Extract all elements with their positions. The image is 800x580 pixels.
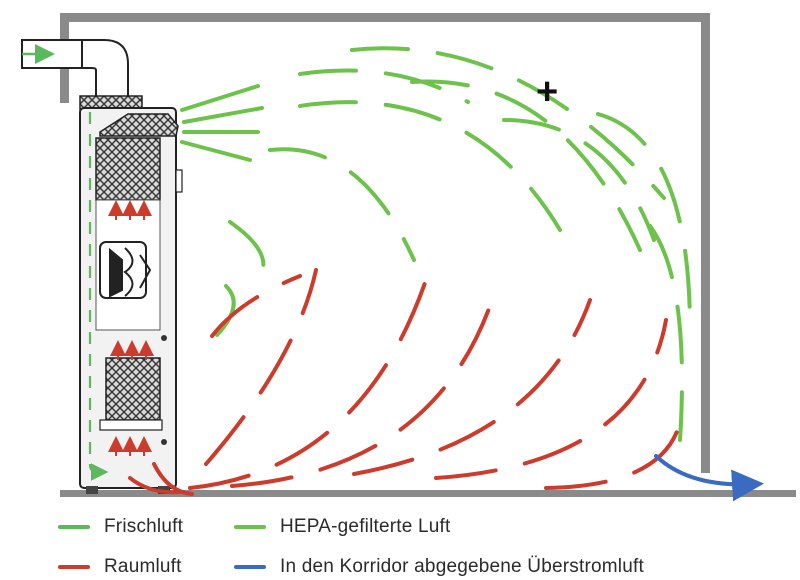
legend-swatch-frischluft: [58, 525, 90, 529]
legend-label-ueberstrom: In den Korridor abgegebene Überstromluft: [280, 556, 644, 577]
legend-item-hepa: HEPA-gefilterte Luft: [234, 514, 451, 540]
legend-label-frischluft: Frischluft: [104, 516, 184, 537]
hepa-air-jets: [180, 84, 264, 162]
legend-item-raumluft: Raumluft: [58, 554, 182, 580]
legend: Frischluft HEPA-gefilterte Luft Raumluft…: [58, 512, 758, 578]
airflow-diagram: +: [21, 13, 796, 502]
overflow-air-arrow: [654, 454, 764, 502]
legend-label-hepa: HEPA-gefilterte Luft: [280, 516, 451, 537]
legend-item-frischluft: Frischluft: [58, 514, 183, 540]
legend-swatch-ueberstrom: [234, 565, 266, 569]
pre-filter-block: [105, 357, 161, 421]
fresh-air-duct: [21, 39, 129, 99]
hepa-filter-block: [95, 137, 161, 201]
legend-swatch-raumluft: [58, 565, 90, 569]
legend-label-raumluft: Raumluft: [104, 556, 182, 577]
air-purifier-unit: [79, 95, 183, 494]
legend-swatch-hepa: [234, 525, 266, 529]
positive-pressure-symbol: +: [536, 71, 558, 113]
room-air-arcs: [128, 268, 682, 496]
fan-icon: [99, 241, 152, 299]
hepa-air-arcs: [212, 46, 692, 442]
legend-item-ueberstrom: In den Korridor abgegebene Überstromluft: [234, 554, 644, 580]
